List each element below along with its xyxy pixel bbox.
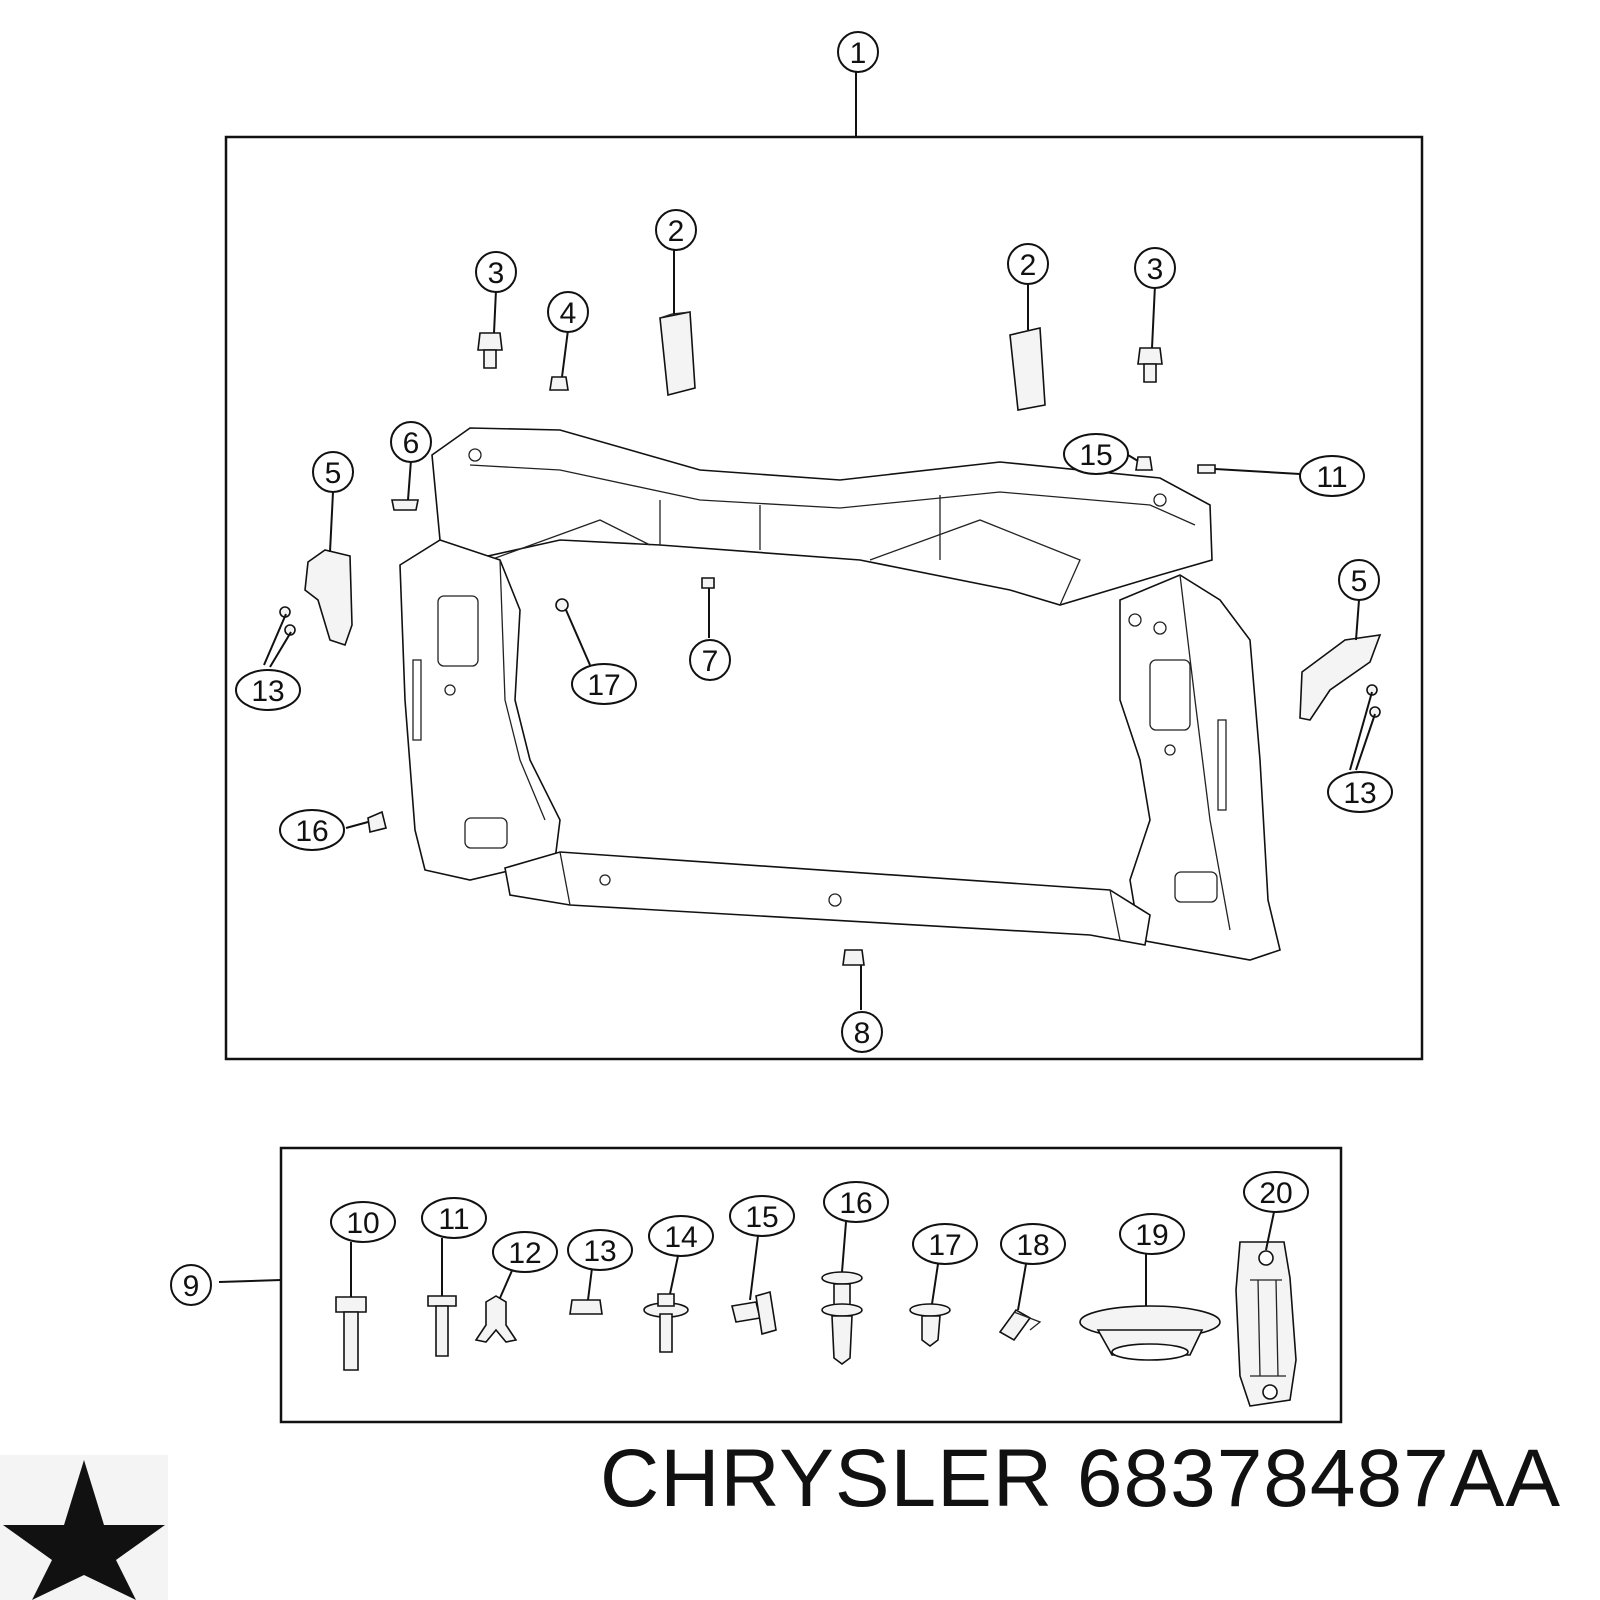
svg-text:16: 16 bbox=[839, 1187, 872, 1220]
callout-6: 6 bbox=[390, 421, 432, 463]
callout-13: 13 bbox=[235, 669, 301, 711]
svg-text:15: 15 bbox=[745, 1201, 778, 1234]
callout-18: 18 bbox=[1000, 1223, 1066, 1265]
svg-text:6: 6 bbox=[403, 427, 420, 460]
brand-caption: CHRYSLER 68378487AA bbox=[600, 1432, 1561, 1526]
kit-hardware-drawings bbox=[335, 1241, 1297, 1407]
svg-text:5: 5 bbox=[325, 457, 342, 490]
svg-text:4: 4 bbox=[560, 297, 577, 330]
main-assembly-frame bbox=[224, 135, 1424, 1061]
svg-text:17: 17 bbox=[928, 1229, 961, 1262]
main-hardware-drawings bbox=[279, 311, 1382, 966]
svg-text:13: 13 bbox=[1343, 777, 1376, 810]
callout-15: 15 bbox=[729, 1195, 795, 1237]
hardware-kit-frame bbox=[279, 1146, 1343, 1424]
callout-17: 17 bbox=[912, 1223, 978, 1265]
callout-14: 14 bbox=[648, 1215, 714, 1257]
callout-20: 20 bbox=[1243, 1171, 1309, 1213]
callout-7: 7 bbox=[689, 639, 731, 681]
svg-text:9: 9 bbox=[183, 1270, 200, 1303]
callout-13: 13 bbox=[1327, 771, 1393, 813]
svg-text:2: 2 bbox=[668, 215, 685, 248]
svg-text:8: 8 bbox=[854, 1017, 871, 1050]
callout-17: 17 bbox=[571, 663, 637, 705]
svg-text:5: 5 bbox=[1351, 565, 1368, 598]
svg-text:7: 7 bbox=[702, 645, 719, 678]
callout-11: 11 bbox=[421, 1197, 487, 1239]
brand-name: CHRYSLER bbox=[600, 1433, 1054, 1524]
callout-2: 2 bbox=[655, 209, 697, 251]
chrysler-pentastar-icon bbox=[0, 1455, 168, 1600]
callout-16: 16 bbox=[823, 1181, 889, 1223]
svg-text:2: 2 bbox=[1020, 249, 1037, 282]
callout-1: 1 bbox=[837, 31, 879, 73]
callout-11: 11 bbox=[1299, 455, 1365, 497]
svg-text:15: 15 bbox=[1079, 439, 1112, 472]
main-leader-lines bbox=[263, 250, 1376, 1010]
part-number: 68378487AA bbox=[1076, 1433, 1562, 1524]
callout-10: 10 bbox=[330, 1201, 396, 1243]
svg-text:14: 14 bbox=[664, 1221, 697, 1254]
svg-text:13: 13 bbox=[583, 1235, 616, 1268]
callout-9: 9 bbox=[170, 1264, 212, 1306]
callout-5: 5 bbox=[1338, 559, 1380, 601]
svg-text:11: 11 bbox=[438, 1203, 469, 1236]
callout-16: 16 bbox=[279, 809, 345, 851]
callout-15: 15 bbox=[1063, 433, 1129, 475]
callout-12: 12 bbox=[492, 1231, 558, 1273]
callout-2: 2 bbox=[1007, 243, 1049, 285]
svg-text:3: 3 bbox=[488, 257, 505, 290]
callout-19: 19 bbox=[1119, 1213, 1185, 1255]
svg-text:11: 11 bbox=[1316, 461, 1347, 494]
svg-text:20: 20 bbox=[1259, 1177, 1292, 1210]
svg-text:18: 18 bbox=[1016, 1229, 1049, 1262]
svg-text:10: 10 bbox=[346, 1207, 379, 1240]
svg-text:17: 17 bbox=[587, 669, 620, 702]
callout-3: 3 bbox=[1134, 247, 1176, 289]
kit-leader-lines bbox=[350, 1211, 1275, 1311]
svg-text:1: 1 bbox=[850, 37, 867, 70]
callout-13: 13 bbox=[567, 1229, 633, 1271]
callout-8: 8 bbox=[841, 1011, 883, 1053]
svg-text:12: 12 bbox=[508, 1237, 541, 1270]
svg-text:13: 13 bbox=[251, 675, 284, 708]
callout-3: 3 bbox=[475, 251, 517, 293]
svg-text:16: 16 bbox=[295, 815, 328, 848]
radiator-support-drawing bbox=[399, 427, 1281, 961]
svg-text:19: 19 bbox=[1135, 1219, 1168, 1252]
callout-5: 5 bbox=[312, 451, 354, 493]
svg-text:3: 3 bbox=[1147, 253, 1164, 286]
callout-4: 4 bbox=[547, 291, 589, 333]
